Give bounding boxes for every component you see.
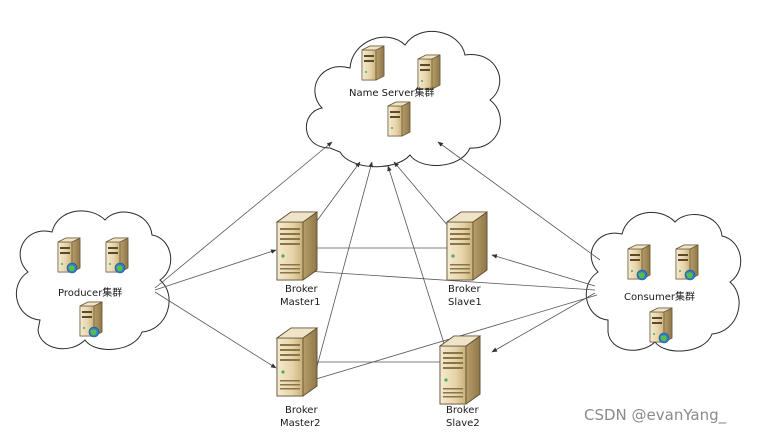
broker-slave2-line2: Slave2 [446, 418, 480, 429]
edge-master2-nameserver [315, 161, 373, 371]
edge-consumer-slave1 [491, 254, 596, 287]
broker-master1-line1: Broker [285, 284, 318, 295]
edge-consumer-master1 [305, 269, 596, 291]
server-globe-icon [80, 302, 102, 337]
broker-slave2-line1: Broker [446, 405, 479, 416]
watermark: CSDN @evanYang_ [584, 406, 727, 425]
server-globe-icon [58, 238, 80, 273]
name-server-group: Name Server集群 [349, 45, 441, 137]
broker-slave1-line1: Broker [448, 284, 481, 295]
server-rack-icon [276, 211, 318, 281]
broker-master2-line2: Master2 [280, 418, 321, 429]
name-server-label: Name Server集群 [349, 86, 434, 99]
edge-producer-master2 [154, 291, 277, 369]
name-server-cloud [306, 30, 501, 168]
server-rack-icon [446, 211, 488, 281]
producer-label: Producer集群 [58, 286, 122, 299]
server-globe-icon [628, 245, 650, 280]
server-icon [361, 45, 385, 81]
edge-consumer-nameserver [437, 141, 601, 261]
producer-cloud [15, 210, 172, 350]
broker-slave1-line2: Slave1 [448, 297, 482, 308]
broker-master1-line2: Master1 [280, 297, 321, 308]
broker-master1: Broker Master1 [276, 211, 321, 308]
edge-slave2-nameserver [387, 165, 449, 357]
edge-consumer-slave2 [491, 292, 596, 353]
server-globe-icon [650, 308, 672, 343]
consumer-group: Consumer集群 [624, 245, 698, 343]
consumer-label: Consumer集群 [624, 290, 695, 303]
server-icon [417, 54, 441, 90]
server-globe-icon [106, 238, 128, 273]
broker-slave1: Broker Slave1 [446, 211, 488, 308]
server-globe-icon [676, 245, 698, 280]
edge-producer-master1 [154, 249, 277, 291]
edge-producer-nameserver [154, 141, 333, 289]
server-icon [387, 101, 411, 137]
broker-master2-line1: Broker [285, 405, 318, 416]
broker-slave2: Broker Slave2 [439, 335, 481, 429]
producer-group: Producer集群 [58, 238, 128, 337]
broker-master2: Broker Master2 [276, 327, 321, 429]
server-rack-icon [276, 327, 318, 397]
connection-lines [154, 141, 601, 383]
server-rack-icon [439, 335, 481, 405]
